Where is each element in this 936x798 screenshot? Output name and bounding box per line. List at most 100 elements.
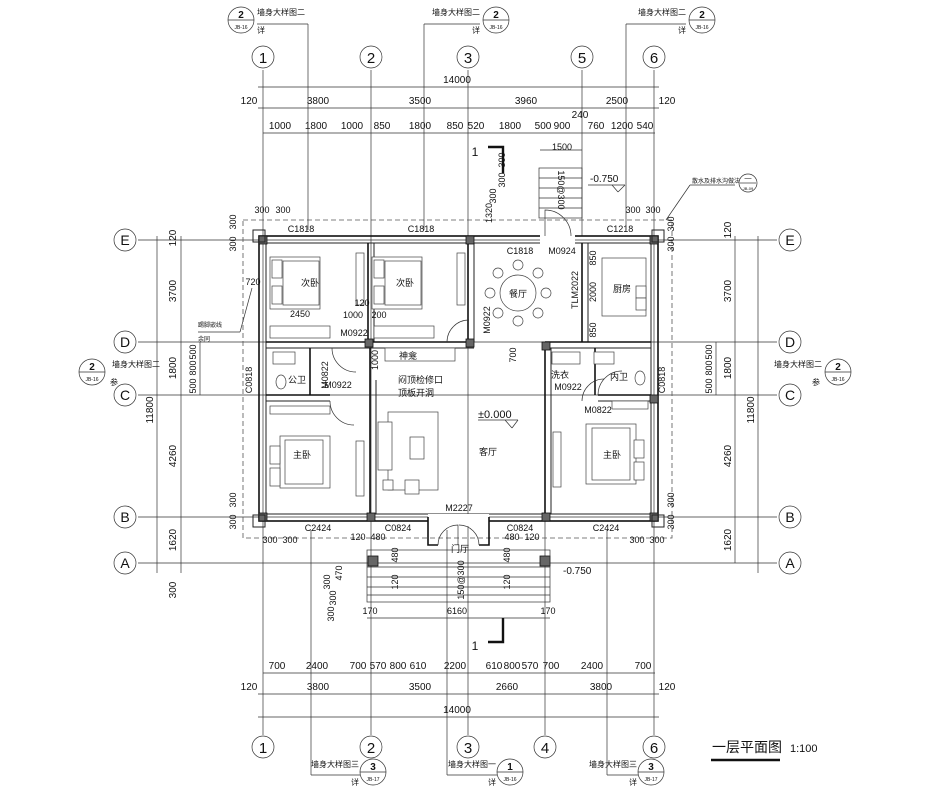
dimension-text: 300 xyxy=(666,514,676,529)
detail-callout-ref: 详 xyxy=(678,25,686,35)
opening-tag: TLM2022 xyxy=(570,271,580,309)
section-mark-label: 1 xyxy=(472,145,479,159)
dimension-text: 300 xyxy=(228,214,238,229)
axis-bubble xyxy=(778,228,802,252)
opening-tag: C1818 xyxy=(408,224,435,234)
detail-callout-label: 墙身大样图二 xyxy=(774,359,822,369)
dimension-text: 1800 xyxy=(168,356,179,379)
axis-label: 6 xyxy=(650,740,658,757)
dimension-lines xyxy=(156,86,759,718)
detail-number: 1 xyxy=(507,762,513,773)
back-steps xyxy=(538,167,583,219)
axis-bubble xyxy=(251,45,275,69)
dimension-text: 800 xyxy=(188,360,198,375)
dimension-text: 3500 xyxy=(409,96,432,107)
opening-tag: C0818 xyxy=(657,367,667,394)
dimension-text: 800 xyxy=(504,661,521,672)
dimension-text: 760 xyxy=(588,121,605,132)
dimension-text: 120 xyxy=(350,532,365,542)
dimension-text: 850 xyxy=(588,322,598,337)
room-label: 客厅 xyxy=(479,446,497,457)
dimension-text: 850 xyxy=(374,121,391,132)
detail-callout-ref: 详 xyxy=(488,777,496,787)
skirting-note: 余同 xyxy=(198,335,210,343)
dimension-text: 300 xyxy=(488,188,498,203)
dimension-text: 2500 xyxy=(606,96,629,107)
axis-label: E xyxy=(785,232,794,248)
room-label: 次卧 xyxy=(301,277,319,288)
opening-tag: C0824 xyxy=(507,523,534,533)
dimension-text: 3800 xyxy=(307,682,330,693)
axis-bubble xyxy=(113,505,137,529)
dimension-text: 300 xyxy=(282,535,297,545)
axis-label: 1 xyxy=(259,50,267,67)
detail-sheet: JB-16 xyxy=(234,25,247,31)
dimension-text: 300 xyxy=(625,205,640,215)
dimension-text: 14000 xyxy=(443,705,471,716)
detail-number: 2 xyxy=(835,362,841,373)
axis-bubble xyxy=(642,45,666,69)
outside-level: -0.750 xyxy=(590,174,619,185)
detail-callout-label: 墙身大样图一 xyxy=(448,759,496,769)
dimension-text: 1200 xyxy=(611,121,634,132)
opening-tag: M0922 xyxy=(482,306,492,334)
room-label: 厨房 xyxy=(613,283,631,294)
ceiling-hatch-note: 闷顶检修口 xyxy=(398,374,443,385)
axis-bubble xyxy=(778,505,802,529)
dimension-text: 120 xyxy=(659,682,676,693)
axis-bubble xyxy=(456,735,480,759)
detail-callout-ref: 详 xyxy=(257,25,265,35)
axis-label: 2 xyxy=(367,50,375,67)
axis-label: B xyxy=(785,509,794,525)
dimension-text: 800 xyxy=(704,360,714,375)
ceiling-hole-note: 顶板开洞 xyxy=(398,387,434,398)
detail-callout-label: 墙身大样图二 xyxy=(638,7,686,17)
leader-line xyxy=(511,419,519,429)
axis-bubble xyxy=(778,551,802,575)
floor-level: ±0.000 xyxy=(478,409,512,421)
dimension-text: 170 xyxy=(540,606,555,616)
axis-label: 4 xyxy=(541,740,549,757)
outside-level: -0.750 xyxy=(563,566,592,577)
detail-callout-ref: 参 xyxy=(812,377,820,387)
columns xyxy=(252,229,665,567)
dimension-text: 120 xyxy=(524,532,539,542)
dimension-text: 470 xyxy=(334,565,344,580)
room-label: 主卧 xyxy=(293,449,311,460)
detail-callout-ref: 参 xyxy=(110,377,118,387)
dimension-text: 150@300 xyxy=(556,170,566,209)
axis-bubble xyxy=(642,735,666,759)
dimension-text: 11800 xyxy=(746,396,757,424)
detail-number: 3 xyxy=(648,762,654,773)
dimension-text: 170 xyxy=(362,606,377,616)
room-label: 洗衣 xyxy=(551,369,569,380)
axis-bubble xyxy=(113,228,137,252)
axis-bubble xyxy=(251,735,275,759)
dimension-text: 300 xyxy=(262,535,277,545)
dimension-text: 240 xyxy=(572,110,589,121)
dimension-text: 2660 xyxy=(496,682,519,693)
leader-line xyxy=(239,287,253,333)
dimension-text: 540 xyxy=(637,121,654,132)
dimension-text: 1800 xyxy=(409,121,432,132)
dimension-text: 520 xyxy=(468,121,485,132)
room-label: 次卧 xyxy=(396,277,414,288)
detail-sheet: JB-17 xyxy=(644,777,657,783)
room-label: 公卫 xyxy=(288,375,306,385)
axis-bubble xyxy=(359,45,383,69)
section-cut-top xyxy=(488,145,505,173)
dimension-text: 2400 xyxy=(306,661,329,672)
detail-number: 2 xyxy=(89,362,95,373)
dimension-text: 14000 xyxy=(443,75,471,86)
dimension-text: 500 xyxy=(704,344,714,359)
dimension-text: 1800 xyxy=(723,356,734,379)
dimension-text: 120 xyxy=(168,229,179,246)
axis-label: 2 xyxy=(367,740,375,757)
dimension-text: 800 xyxy=(390,661,407,672)
dimension-text: 1800 xyxy=(305,121,328,132)
detail-callout-label: 墙身大样图二 xyxy=(257,7,305,17)
dimension-text: 120 xyxy=(241,682,258,693)
dimension-text: 1500 xyxy=(552,142,572,152)
dimension-text: 4260 xyxy=(723,444,734,467)
